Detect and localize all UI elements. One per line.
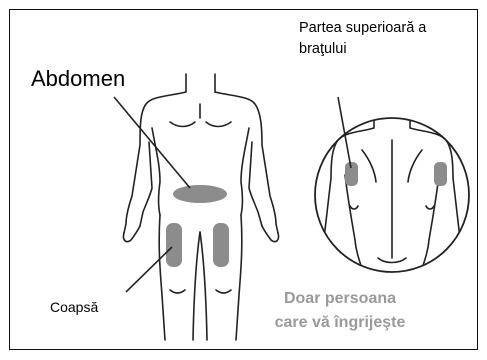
back-body-icon: [315, 118, 469, 275]
thigh-label: Coapsă: [50, 299, 98, 315]
left-thigh-injection-area: [166, 223, 182, 267]
front-body-icon: [123, 74, 278, 340]
upper-arm-label: Partea superioară a braţului: [299, 18, 449, 60]
abdomen-label: Abdomen: [31, 66, 125, 92]
caregiver-only-label: Doar persoana care vă îngrijeşte: [270, 287, 410, 335]
abdomen-injection-area: [173, 185, 227, 203]
right-thigh-injection-area: [213, 223, 229, 267]
left-upper-arm-injection-area: [345, 162, 358, 186]
abdomen-pointer-line: [114, 97, 190, 188]
thigh-pointer-line: [126, 247, 172, 292]
right-upper-arm-injection-area: [434, 162, 447, 186]
upper-arm-pointer-line: [338, 97, 351, 168]
